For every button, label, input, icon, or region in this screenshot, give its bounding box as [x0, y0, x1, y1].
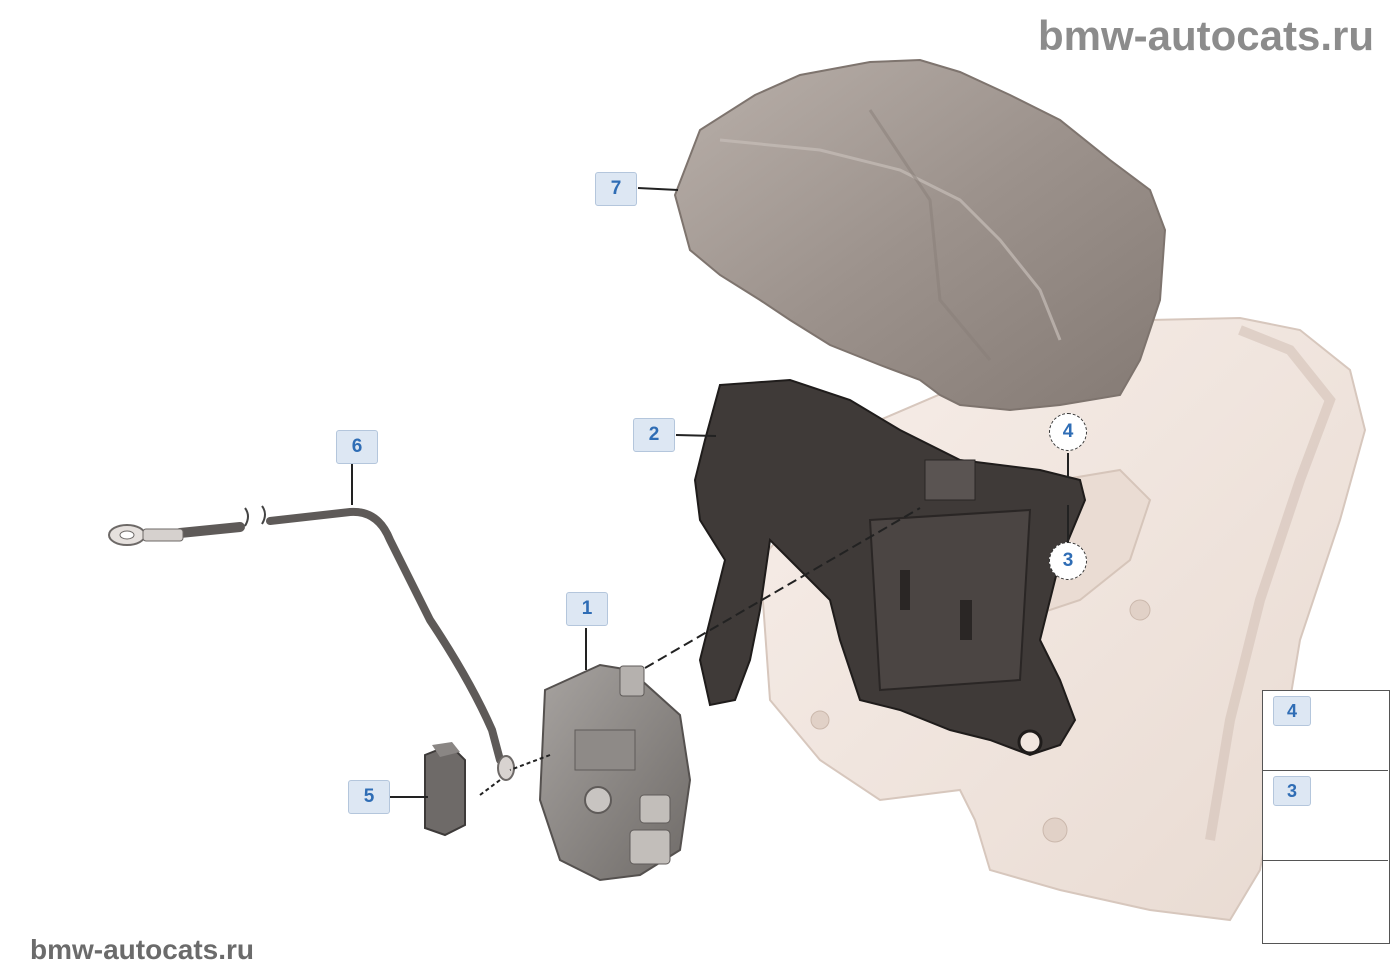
part-2-bracket [693, 378, 1087, 757]
callout-3[interactable]: 3 [1049, 542, 1087, 580]
watermark-top: bmw-autocats.ru [1037, 12, 1374, 59]
legend-callout-b[interactable]: 3 [1273, 776, 1311, 806]
part-7-cover [673, 58, 1167, 412]
callout-6[interactable]: 6 [336, 430, 378, 464]
part-1-module [538, 663, 692, 882]
legend-row-location [1263, 861, 1388, 943]
part-6-cable [108, 505, 515, 781]
parts-legend: 4 3 [1262, 690, 1390, 944]
callout-1[interactable]: 1 [566, 592, 608, 626]
leader-lines [351, 187, 1069, 798]
watermark-bottom: bmw-autocats.ru [30, 934, 255, 965]
callout-2[interactable]: 2 [633, 418, 675, 452]
legend-row-b: 3 [1263, 771, 1388, 861]
part-5-cap [424, 742, 466, 837]
legend-row-a: 4 [1263, 691, 1388, 771]
legend-callout-a[interactable]: 4 [1273, 696, 1311, 726]
callout-7[interactable]: 7 [595, 172, 637, 206]
callout-4[interactable]: 4 [1049, 413, 1087, 451]
callout-5[interactable]: 5 [348, 780, 390, 814]
